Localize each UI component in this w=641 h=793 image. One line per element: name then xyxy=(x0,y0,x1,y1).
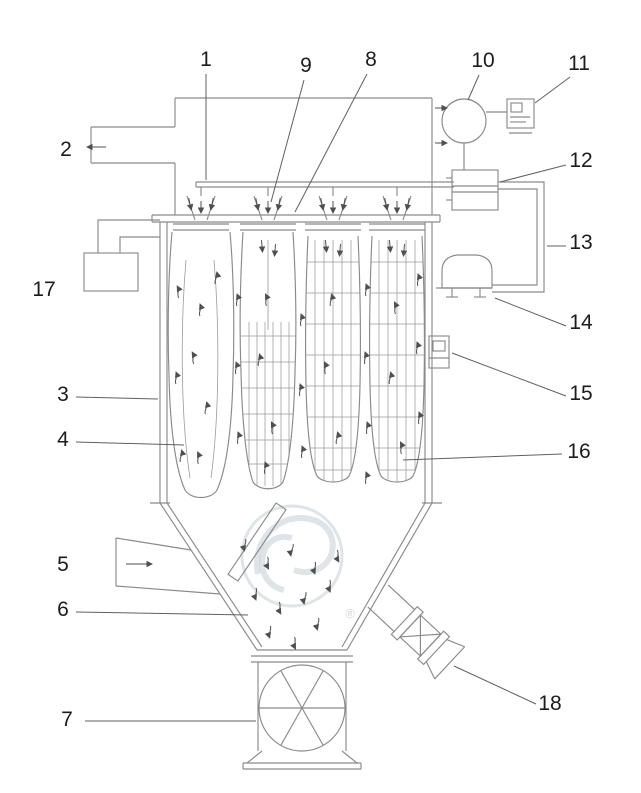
label-2: 2 xyxy=(60,138,72,161)
inlet-duct xyxy=(115,537,221,595)
watermark-logo: ® xyxy=(240,504,355,621)
control-cabinet xyxy=(83,219,160,292)
label-17: 17 xyxy=(32,278,55,301)
label-4: 4 xyxy=(57,428,69,451)
filter-bag-2 xyxy=(239,231,297,490)
pressure-regulator xyxy=(436,254,493,298)
label-18: 18 xyxy=(538,692,561,715)
registered-mark: ® xyxy=(345,606,355,621)
airflow-arrows xyxy=(86,108,447,649)
air-supply-pipe xyxy=(492,181,545,293)
label-14: 14 xyxy=(569,311,593,334)
label-6: 6 xyxy=(57,598,69,621)
label-5: 5 xyxy=(57,553,69,576)
leader-lines xyxy=(75,73,571,722)
hopper xyxy=(159,502,433,663)
tube-sheet xyxy=(151,214,441,223)
filter-bag-1 xyxy=(167,231,235,499)
discharge-chute xyxy=(367,584,466,680)
label-3: 3 xyxy=(57,383,69,406)
housing-walls xyxy=(150,222,442,504)
label-9: 9 xyxy=(300,54,312,77)
top-plenum-casing xyxy=(90,97,433,215)
label-16: 16 xyxy=(567,440,590,463)
label-12: 12 xyxy=(569,149,592,172)
filter-bag-3 xyxy=(305,235,361,483)
rotary-airlock xyxy=(242,662,362,770)
label-1: 1 xyxy=(200,48,212,71)
part-number-labels: 1 2 3 4 5 6 7 8 9 10 11 12 13 14 15 16 1… xyxy=(32,48,593,731)
pulse-valve xyxy=(446,169,499,211)
label-7: 7 xyxy=(61,708,73,731)
pulse-tank-ball xyxy=(441,98,487,170)
pulse-blowpipe xyxy=(195,181,454,188)
label-13: 13 xyxy=(569,231,592,254)
label-11: 11 xyxy=(568,52,590,75)
label-8: 8 xyxy=(365,48,377,71)
controller-box xyxy=(486,98,535,134)
access-port xyxy=(428,335,450,369)
label-15: 15 xyxy=(569,382,592,405)
deflector-plate xyxy=(227,502,287,582)
label-10: 10 xyxy=(471,49,494,72)
filter-bag-4 xyxy=(369,235,425,483)
